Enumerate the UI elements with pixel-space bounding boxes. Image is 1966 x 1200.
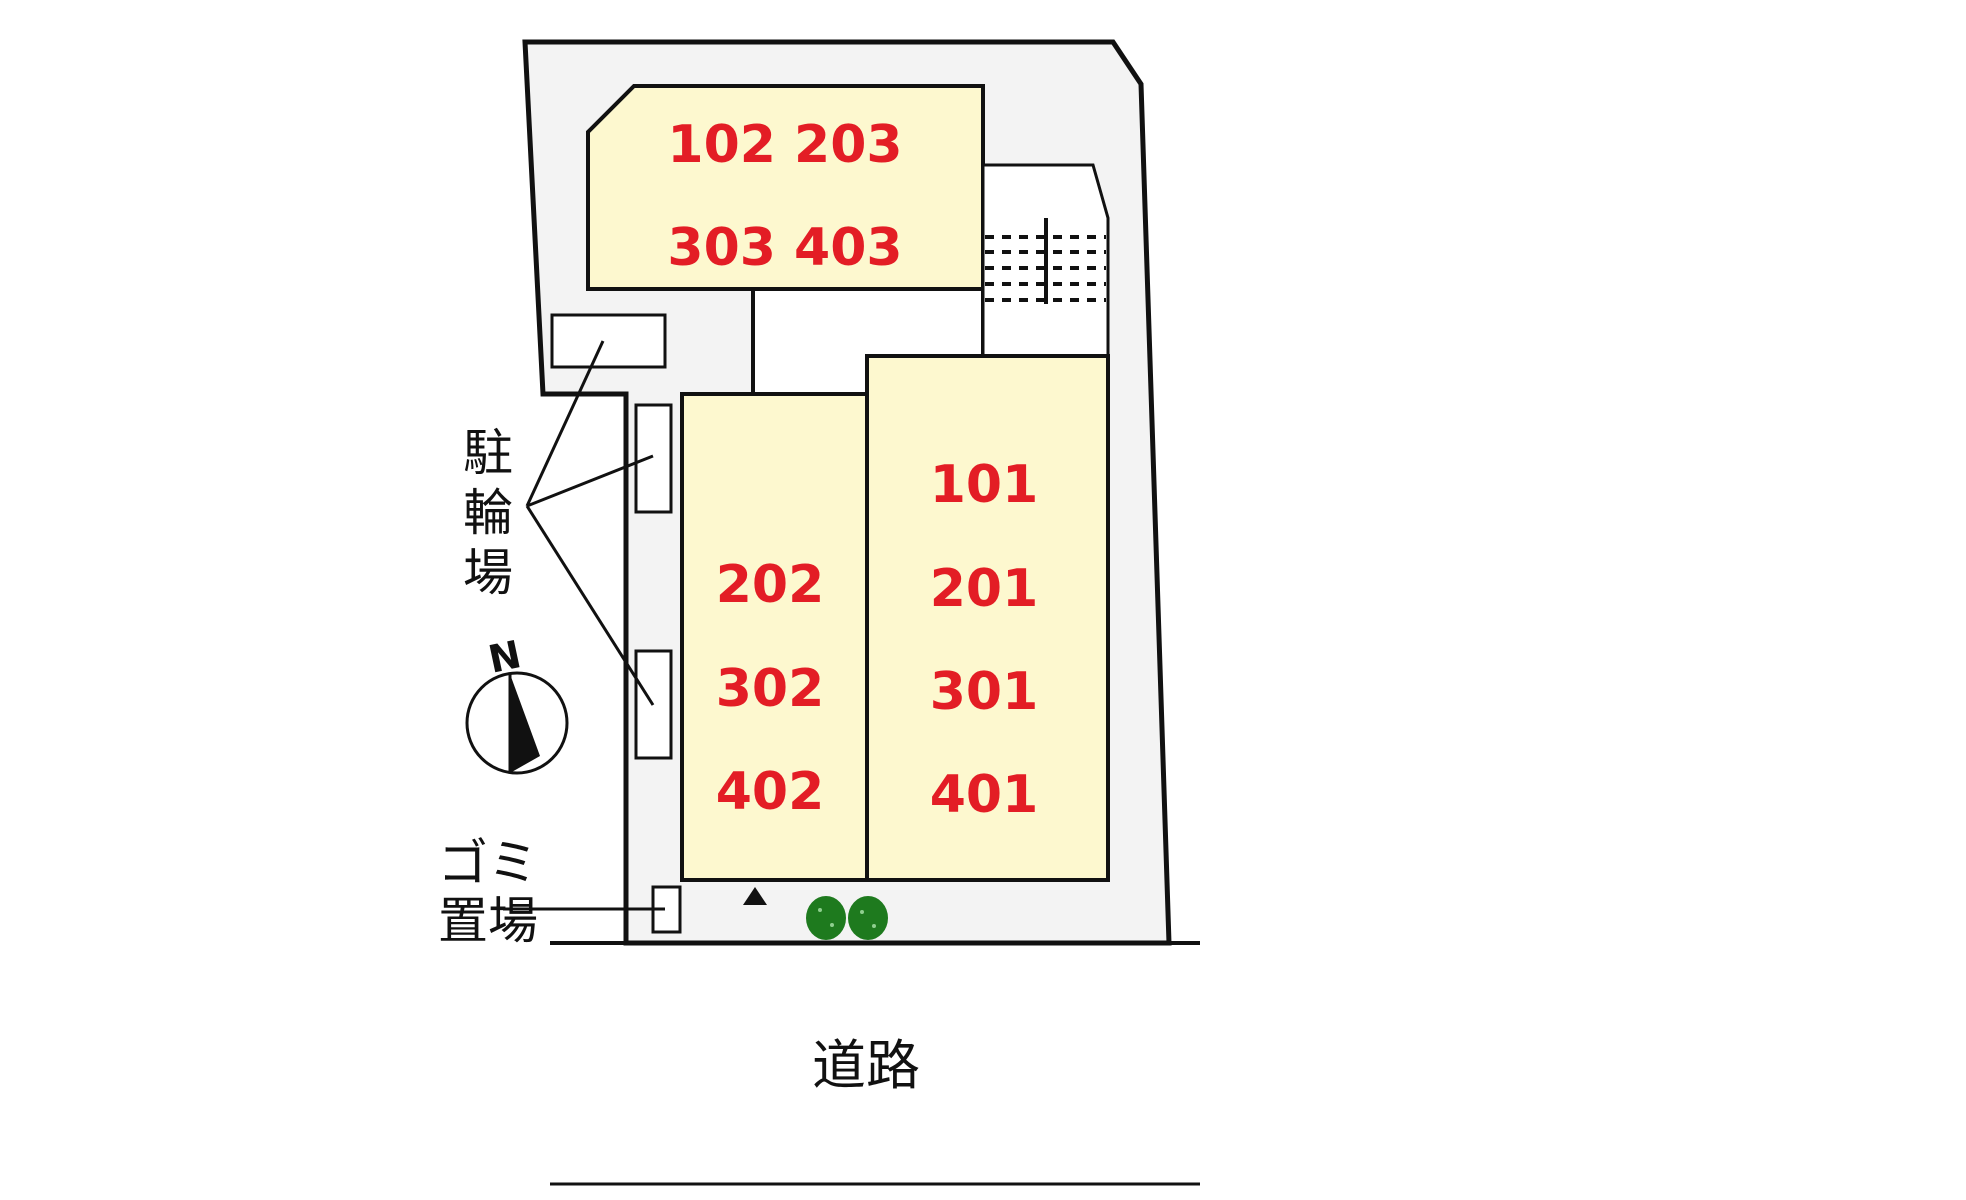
unit-label: 302 <box>716 659 825 719</box>
unit-label: 402 <box>716 762 825 822</box>
bicycle-parking-label-3: 場 <box>463 544 513 602</box>
unit-label: 202 <box>716 555 825 615</box>
unit-label: 401 <box>930 765 1039 825</box>
unit-label: 101 <box>930 455 1039 515</box>
unit-label: 201 <box>930 559 1039 619</box>
bicycle-parking-area <box>634 403 673 514</box>
road-label: 道路 <box>812 1034 920 1097</box>
bicycle-parking-label-2: 輪 <box>463 484 513 542</box>
entrance-triangle-icon <box>743 887 767 905</box>
stairs-icon <box>981 163 1110 360</box>
bicycle-parking-area <box>550 313 667 369</box>
units-top-row1: 102 203 <box>667 115 902 175</box>
building-right <box>865 354 1110 882</box>
bicycle-leader-lines <box>525 340 655 706</box>
building-left <box>680 392 869 882</box>
units-top-row2: 303 403 <box>667 218 902 278</box>
tree-icon <box>806 896 888 940</box>
garbage-label-line1: ゴミ <box>438 834 538 892</box>
north-arrow-icon: N <box>465 632 569 775</box>
bicycle-parking-label-1: 駐 <box>463 424 513 482</box>
garbage-label-line2: 置場 <box>438 892 538 950</box>
unit-label: 301 <box>930 662 1039 722</box>
